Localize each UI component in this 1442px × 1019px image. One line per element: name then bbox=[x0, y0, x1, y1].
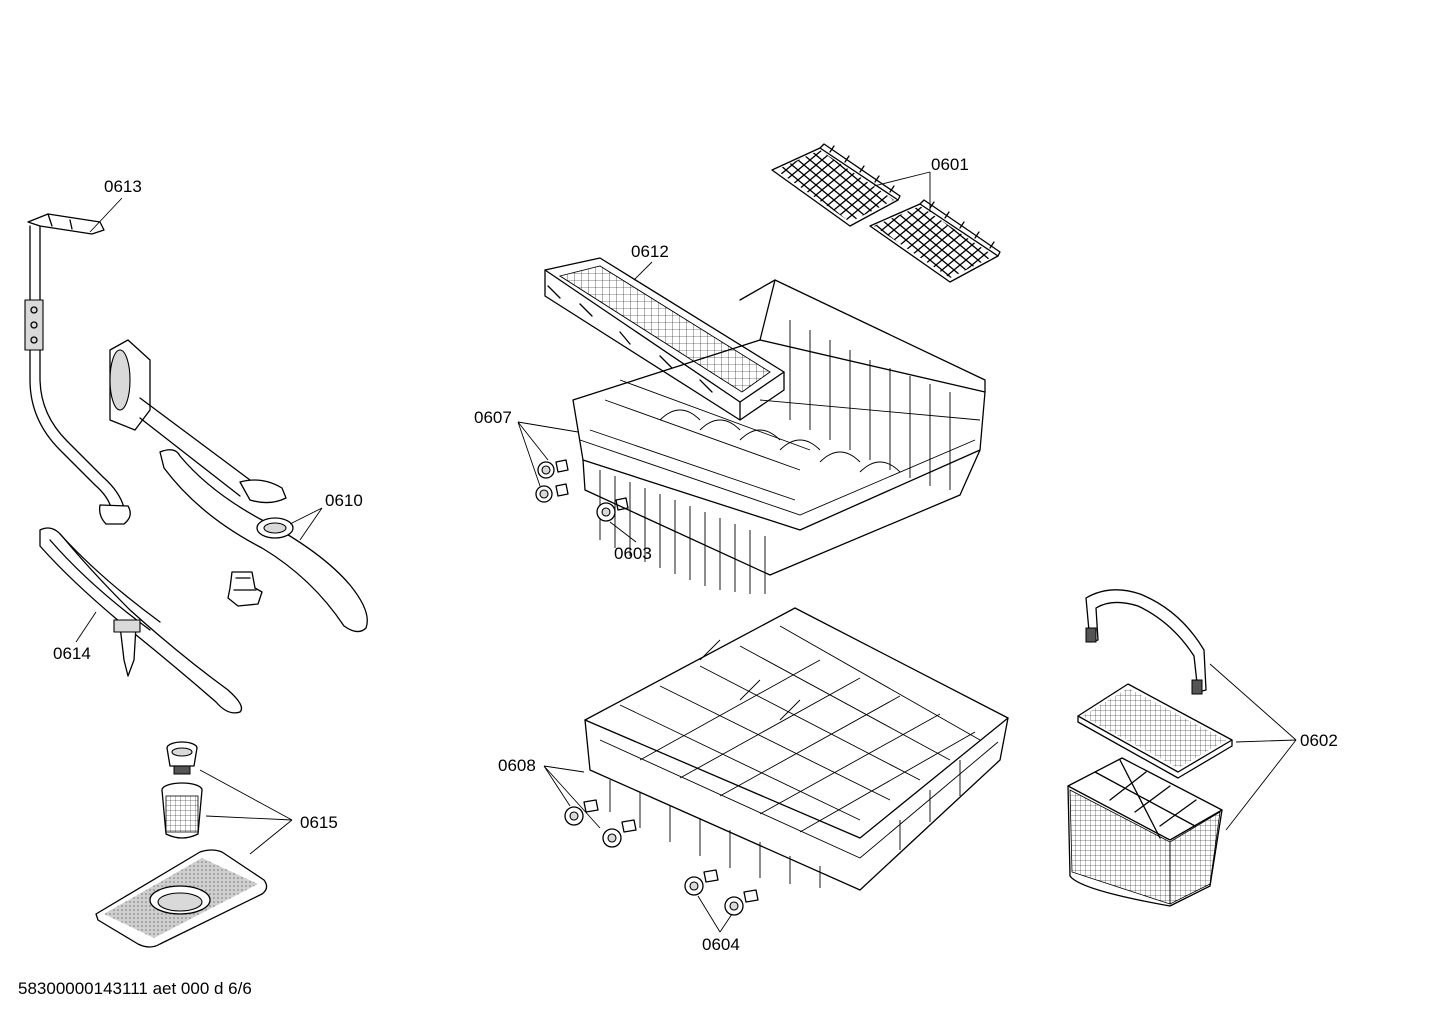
wheel-part-0603 bbox=[596, 497, 629, 522]
label-0614: 0614 bbox=[53, 644, 91, 663]
spray-arm-part-0610 bbox=[109, 339, 368, 633]
filter-part-0615 bbox=[95, 741, 268, 948]
label-0603: 0603 bbox=[614, 544, 652, 563]
label-0613: 0613 bbox=[104, 177, 142, 196]
upper-basket bbox=[572, 279, 986, 594]
wheel-set-part-0608 bbox=[564, 799, 637, 848]
leader-lines bbox=[75, 171, 1297, 933]
wheel-set-part-0604 bbox=[684, 869, 759, 916]
spray-pipe-part-0613 bbox=[24, 213, 131, 525]
cutlery-tray-part-0612 bbox=[544, 257, 785, 421]
rack-insert-part-0601 bbox=[771, 143, 1001, 283]
label-0610: 0610 bbox=[325, 491, 363, 510]
document-id: 58300000143111 aet 000 d 6/6 bbox=[18, 979, 252, 998]
label-0612: 0612 bbox=[631, 242, 669, 261]
cutlery-basket-part-0602 bbox=[1067, 589, 1233, 907]
label-0607: 0607 bbox=[474, 408, 512, 427]
label-0615: 0615 bbox=[300, 813, 338, 832]
spray-arm-part-0614 bbox=[39, 527, 243, 714]
wheel-set-part-0607 bbox=[535, 459, 569, 503]
label-0608: 0608 bbox=[498, 756, 536, 775]
lower-basket bbox=[584, 607, 1009, 891]
label-0601: 0601 bbox=[931, 155, 969, 174]
label-0602: 0602 bbox=[1300, 731, 1338, 750]
label-0604: 0604 bbox=[702, 935, 740, 954]
